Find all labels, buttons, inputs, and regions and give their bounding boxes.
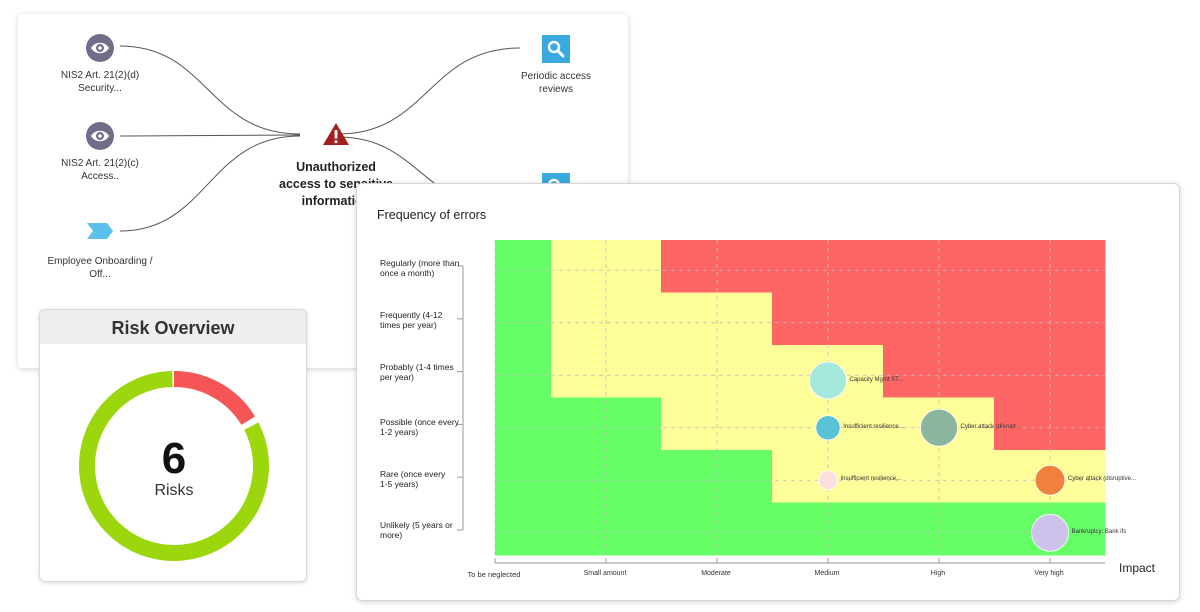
risk-bubble[interactable] bbox=[1034, 464, 1066, 496]
risk-bubble-label: Insufficient resilience... bbox=[840, 476, 902, 483]
search-icon bbox=[542, 35, 570, 63]
impact-level-label: High bbox=[930, 570, 946, 577]
impact-level-label: To be neglected bbox=[467, 570, 521, 579]
risk-heatmap-chart bbox=[457, 240, 1106, 564]
heatmap-zone-cell bbox=[495, 240, 552, 293]
heatmap-zone-cell bbox=[495, 292, 552, 346]
risk-node-title: information bbox=[301, 194, 371, 208]
risk-donut-chart bbox=[74, 366, 274, 566]
impact-axis-label: Impact bbox=[1119, 561, 1156, 575]
risk-bubble[interactable] bbox=[920, 408, 958, 447]
risk-node-title: Unauthorized bbox=[296, 160, 376, 174]
risk-bubble[interactable] bbox=[818, 470, 838, 491]
donut-segment-high[interactable] bbox=[79, 371, 269, 561]
impact-level-label: Very high bbox=[1034, 570, 1064, 577]
risk-bubble-label: Insufficient resilience... bbox=[843, 423, 904, 430]
flow-input-node[interactable]: NIS2 Art. 21(2)(c) Access.. bbox=[48, 122, 152, 183]
risk-count-label: Risks bbox=[154, 482, 194, 499]
heatmap-title: Frequency of errors bbox=[377, 208, 487, 222]
flow-input-node[interactable]: Employee Onboarding / Off... bbox=[32, 221, 168, 281]
flow-connectors bbox=[119, 45, 521, 232]
risk-bubble-label: Cyber attack (disruptive... bbox=[1067, 476, 1136, 483]
risk-bubble-label: Cyber attack (disrupt... bbox=[960, 423, 1021, 430]
risk-bubble[interactable] bbox=[809, 361, 847, 400]
flow-input-node[interactable]: NIS2 Art. 21(2)(d) Security... bbox=[48, 34, 152, 95]
impact-level-label: Moderate bbox=[701, 570, 731, 577]
eye-icon bbox=[86, 122, 114, 150]
risk-overview-title: Risk Overview bbox=[40, 310, 306, 344]
risk-bubble[interactable] bbox=[815, 415, 841, 441]
node-label: NIS2 Art. 21(2)(d) bbox=[60, 70, 140, 81]
risk-bubble[interactable] bbox=[1031, 513, 1069, 552]
heatmap-zone-cell bbox=[495, 450, 552, 503]
node-label: Security... bbox=[78, 83, 122, 94]
impact-level-label: Medium bbox=[814, 570, 840, 577]
warning-triangle-icon bbox=[323, 123, 349, 145]
node-label: NIS2 Art. 21(2)(c) bbox=[61, 158, 139, 169]
node-label: Access.. bbox=[81, 171, 119, 182]
risk-overview-card[interactable]: Risk Overview 6 Risks bbox=[39, 309, 307, 582]
heatmap-zone-cell bbox=[495, 502, 552, 556]
chevron-icon bbox=[87, 223, 113, 239]
impact-level-label: Small amount bbox=[583, 570, 627, 577]
node-label: Periodic access bbox=[520, 71, 592, 82]
risk-count: 6 bbox=[161, 434, 187, 483]
eye-icon bbox=[86, 34, 114, 62]
risk-bubble-label: Bankruptcy: Bank ifs bbox=[1071, 528, 1127, 535]
risk-bubble-label: Capacity Mgmt ST... bbox=[849, 376, 904, 383]
heatmap-zone-cell bbox=[495, 345, 552, 398]
flow-output-node[interactable]: Periodic access reviews bbox=[504, 35, 608, 96]
heatmap-zone-cell bbox=[495, 397, 552, 451]
node-label: reviews bbox=[539, 84, 573, 95]
donut-segment-low[interactable] bbox=[74, 366, 274, 566]
node-label: Employee Onboarding / bbox=[47, 256, 153, 267]
node-label: Off... bbox=[89, 269, 111, 280]
risk-heatmap-card: Frequency of errors Regularly (more than… bbox=[356, 183, 1180, 601]
